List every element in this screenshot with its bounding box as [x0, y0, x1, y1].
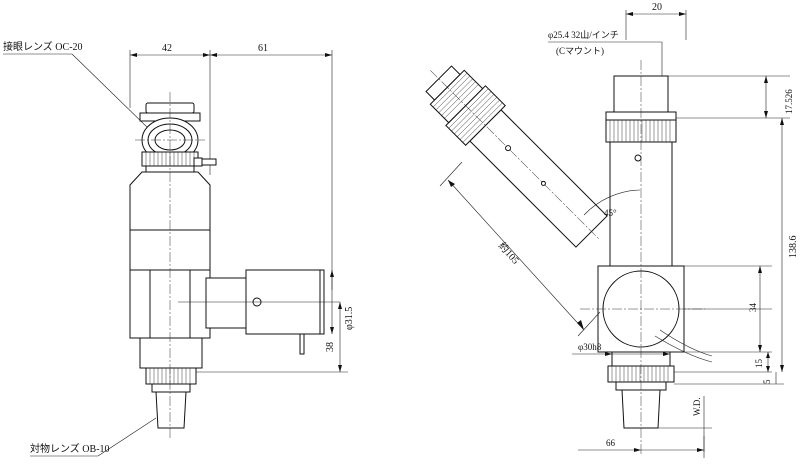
dim-bottom-width: 66 [578, 436, 705, 458]
dim-top-width-text: 42 [162, 43, 172, 54]
dim-top-offset-text: 17.526 [784, 89, 794, 114]
dim-bottom: 5 [674, 372, 784, 385]
dim-working-distance-text: W.D. [692, 397, 702, 416]
dim-tube-width: 20 [625, 2, 687, 40]
dim-bottom-text: 5 [762, 379, 772, 384]
dim-total-height: 138.6 [780, 118, 799, 372]
dim-cube-height: 34 [748, 266, 762, 352]
side-port [178, 269, 340, 355]
dim-diagonal-text: 約105 [496, 239, 522, 266]
dim-top-extent: 61 [210, 43, 333, 290]
angled-tube [425, 65, 608, 248]
dim-top-offset: 17.526 [764, 76, 794, 118]
prism-cube [597, 265, 713, 363]
right-view: 20 φ25.4 32山/インチ (Cマウント) [425, 2, 799, 458]
dim-port-diameter-text: φ31.5 [344, 307, 355, 330]
dim-angle: 45° [583, 189, 641, 218]
eyepiece [139, 102, 217, 179]
dim-cube-height-text: 34 [748, 303, 758, 313]
thread-label: φ25.4 32山/インチ [548, 30, 619, 40]
objective-leader [97, 417, 157, 457]
dim-bottom-diameter: φ30h8 [572, 342, 670, 356]
objective-label: 対物レンズ OB-10 [30, 442, 110, 455]
dim-angle-text: 45° [604, 208, 617, 218]
dim-tube-width-text: 20 [652, 2, 662, 13]
eyepiece-leader [71, 53, 151, 131]
dim-top-width: 42 [129, 43, 211, 175]
dim-total-height-text: 138.6 [788, 236, 799, 259]
mount-label: (Cマウント) [556, 46, 604, 56]
dim-port-height-text: 38 [325, 342, 336, 352]
eyepiece-label: 接眼レンズ OC-20 [3, 40, 83, 53]
dim-top-extent-text: 61 [258, 43, 268, 54]
dim-flange-text: 15 [754, 359, 764, 369]
dim-port-height: 38 [196, 302, 348, 373]
dim-port-diameter: φ31.5 [330, 270, 355, 334]
dim-bottom-width-text: 66 [606, 438, 616, 448]
left-view: 42 61 接眼レンズ OC-20 [3, 40, 355, 457]
dim-bottom-diameter-text: φ30h8 [578, 342, 602, 352]
dim-flange: 15 [754, 352, 770, 372]
